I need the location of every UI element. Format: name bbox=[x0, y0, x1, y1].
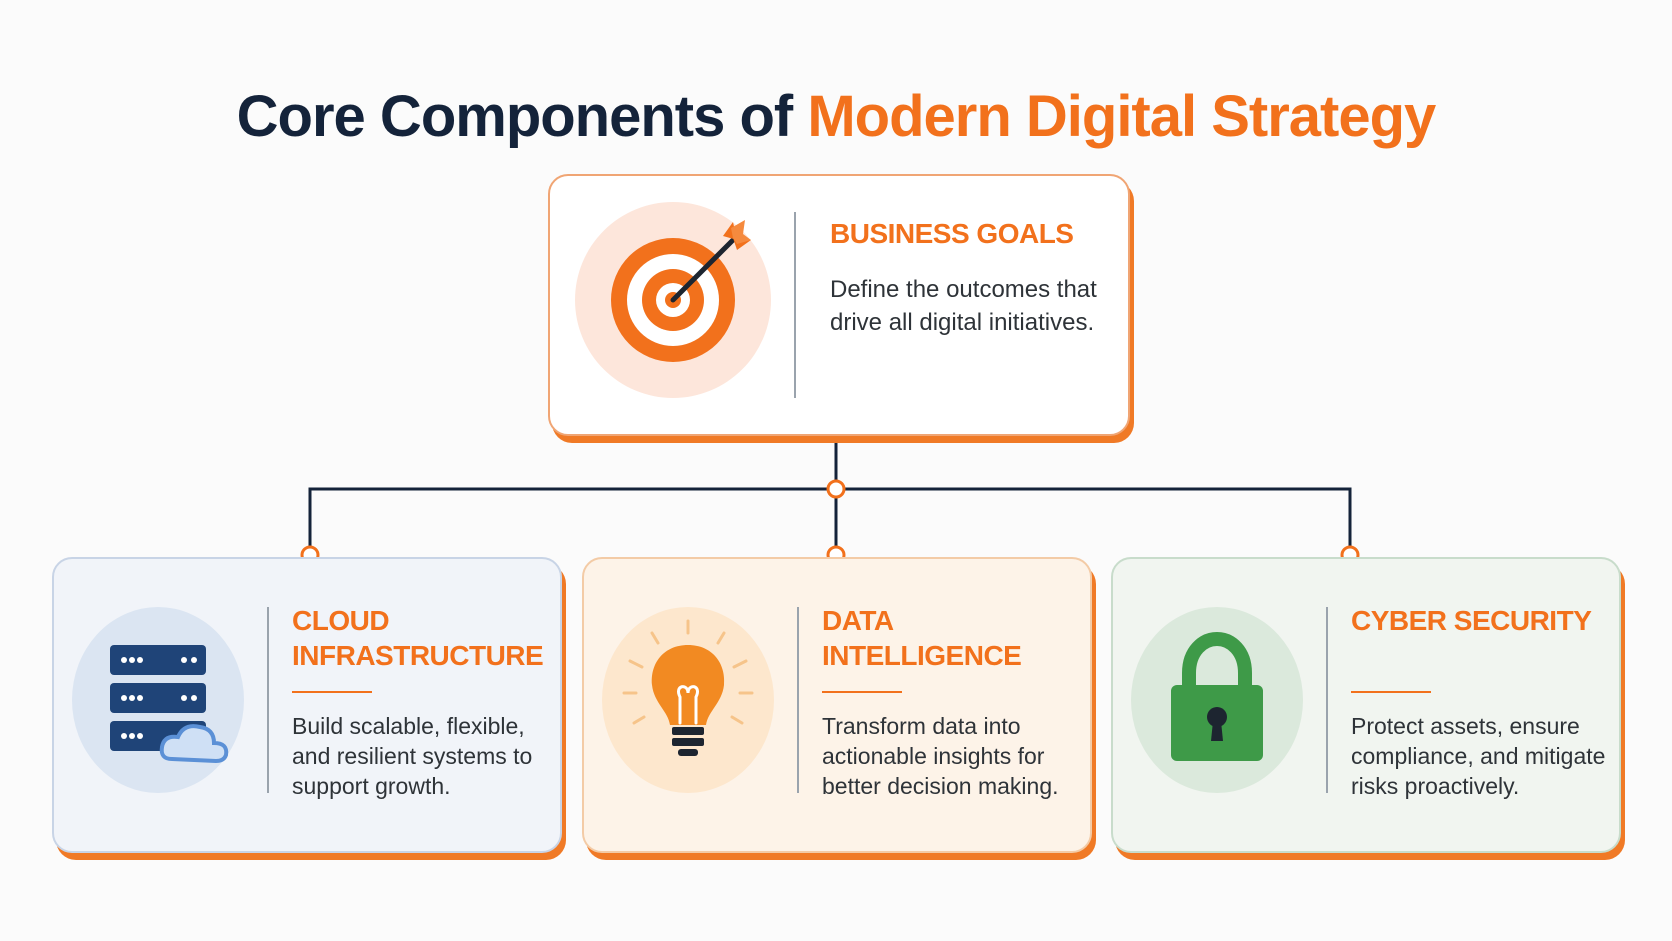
card-divider bbox=[1326, 607, 1328, 793]
heading-underline bbox=[292, 691, 372, 693]
card-heading: BUSINESS GOALS bbox=[830, 218, 1074, 249]
heading-underline bbox=[822, 691, 902, 693]
lightbulb-icon bbox=[602, 607, 774, 793]
connector-node-top bbox=[826, 479, 846, 499]
heading-underline bbox=[1351, 691, 1431, 693]
cloud-infrastructure-card: CLOUD INFRASTRUCTURE Build scalable, fle… bbox=[52, 557, 562, 853]
card-divider bbox=[267, 607, 269, 793]
card-description: Define the outcomes that drive all digit… bbox=[830, 276, 1097, 336]
card-heading: CYBER SECURITY bbox=[1351, 605, 1592, 636]
page-title: Core Components of Modern Digital Strate… bbox=[0, 83, 1672, 150]
card-description: Protect assets, ensure compliance, and m… bbox=[1351, 713, 1606, 799]
server-cloud-icon bbox=[72, 607, 244, 793]
card-heading: CLOUD INFRASTRUCTURE bbox=[292, 605, 544, 671]
lock-icon bbox=[1131, 607, 1303, 793]
title-part1: Core Components of bbox=[236, 83, 808, 149]
card-divider bbox=[794, 212, 796, 398]
card-description: Transform data into actionable insights … bbox=[822, 713, 1059, 799]
cyber-security-card: CYBER SECURITY Protect assets, ensure co… bbox=[1111, 557, 1621, 853]
title-part2: Modern Digital Strategy bbox=[807, 83, 1436, 149]
target-icon bbox=[575, 202, 771, 398]
card-description: Build scalable, flexible, and resilient … bbox=[292, 713, 533, 799]
business-goals-card: BUSINESS GOALS Define the outcomes that … bbox=[548, 174, 1130, 436]
data-intelligence-card: DATA INTELLIGENCE Transform data into ac… bbox=[582, 557, 1092, 853]
card-divider bbox=[797, 607, 799, 793]
card-heading: DATA INTELLIGENCE bbox=[822, 605, 1022, 671]
